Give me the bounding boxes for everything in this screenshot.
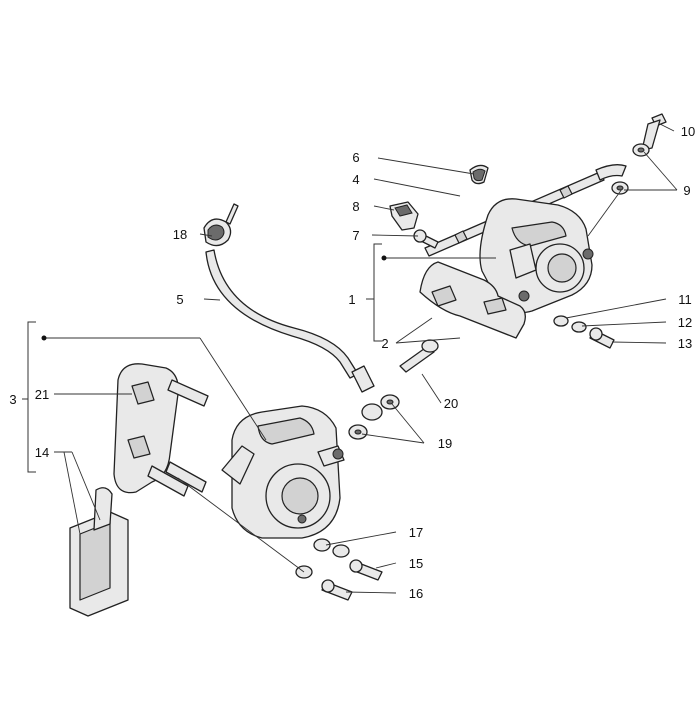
callout-6: 6 <box>352 150 359 165</box>
callout-16: 16 <box>409 586 423 601</box>
callout-2: 2 <box>381 336 388 351</box>
callout-18: 18 <box>173 227 187 242</box>
group-bracket-1 <box>366 243 387 342</box>
brake-caliper-lower <box>221 405 345 539</box>
callout-21: 21 <box>35 387 49 402</box>
callout-labels: 1 2 3 4 5 6 7 8 9 10 11 12 13 14 15 16 1… <box>9 124 695 601</box>
clamp-part-8 <box>389 201 419 231</box>
washer-part-17 <box>295 538 350 579</box>
callout-12: 12 <box>678 315 692 330</box>
pad-spring-part-2 <box>419 261 526 339</box>
bolt-part-13 <box>589 327 615 349</box>
callout-3: 3 <box>9 392 16 407</box>
hose-clip-upper <box>469 164 489 185</box>
brake-pads-part-14 <box>69 487 129 617</box>
callout-5: 5 <box>176 292 183 307</box>
callout-17: 17 <box>409 525 423 540</box>
hose-fitting <box>351 365 383 421</box>
washers-part-11-12 <box>553 315 587 333</box>
leader-lines <box>44 123 678 594</box>
callout-14: 14 <box>35 445 49 460</box>
callout-9: 9 <box>683 183 690 198</box>
callout-20: 20 <box>444 396 458 411</box>
hose-clip-part-18 <box>203 203 239 247</box>
callout-8: 8 <box>352 199 359 214</box>
brake-hose-part-5 <box>205 249 359 379</box>
caliper-bracket-part-21 <box>113 363 209 497</box>
callout-13: 13 <box>678 336 692 351</box>
banjo-bolt-part-20 <box>399 339 439 373</box>
callout-7: 7 <box>352 228 359 243</box>
callout-4: 4 <box>352 172 359 187</box>
group-bracket-3 <box>22 321 47 473</box>
screw-part-7 <box>413 229 439 249</box>
washers-part-19 <box>348 394 400 440</box>
callout-15: 15 <box>409 556 423 571</box>
callout-1: 1 <box>348 292 355 307</box>
callout-10: 10 <box>681 124 695 139</box>
bolt-part-16 <box>321 579 353 601</box>
callout-11: 11 <box>678 292 692 307</box>
brake-caliper-upper <box>479 198 594 314</box>
bleed-bolt-part-10 <box>641 113 667 151</box>
bolt-part-15 <box>349 559 383 581</box>
callout-19: 19 <box>438 436 452 451</box>
